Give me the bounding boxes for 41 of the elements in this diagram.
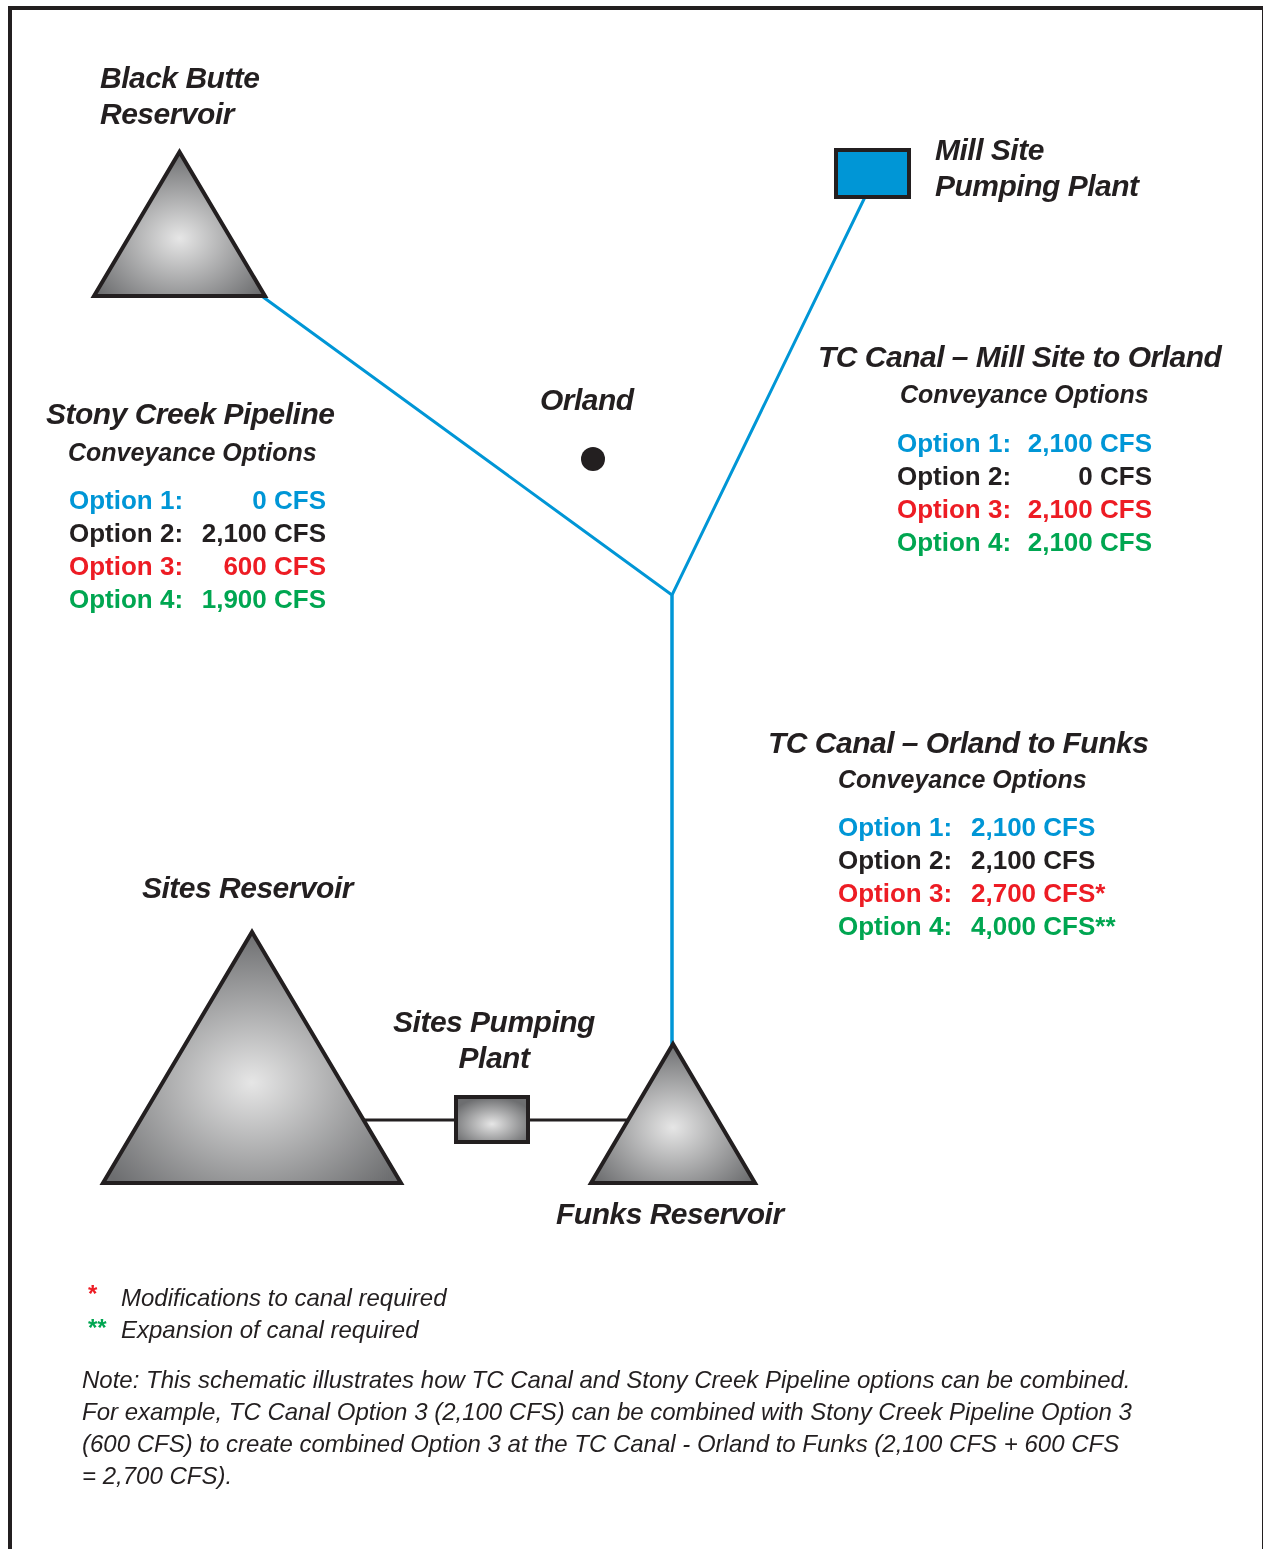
- option-label: Option 1:: [69, 484, 184, 517]
- option-label: Option 2:: [897, 460, 1012, 493]
- flow-value: 4,000 CFS**: [971, 910, 1116, 943]
- flow-value: 2,700 CFS*: [971, 877, 1106, 910]
- option-label: Option 4:: [897, 526, 1012, 559]
- note-text: Note: This schematic illustrates how TC Canal and Stony Creek Pipeline options can be combined. For example, TC Canal Option 3 (2,100 CFS) can be combined with Stony Creek Pipeline Option 3 (600 CFS) to create combined Option 3 at the TC Canal - Orland to Funks (2,100 CFS + 600 CFS = 2,700 CFS).: [82, 1365, 1132, 1491]
- flow-value: 2,100 CFS: [201, 517, 326, 550]
- option-label: Option 2:: [69, 517, 184, 550]
- option-label: Option 1:: [838, 811, 953, 844]
- option-label: Option 2:: [838, 844, 953, 877]
- footnote-text: Modifications to canal required: [121, 1284, 447, 1312]
- section-heading: Stony Creek Pipeline: [46, 397, 335, 431]
- footnote-mark: **: [88, 1314, 107, 1342]
- option-label: Option 3:: [897, 493, 1012, 526]
- node-label: Mill Site Pumping Plant: [935, 132, 1141, 204]
- flow-value: 2,100 CFS: [971, 811, 1096, 844]
- node-label: Orland: [540, 382, 636, 418]
- section-subheading: Conveyance Options: [838, 765, 1087, 794]
- option-label: Option 4:: [69, 583, 184, 616]
- flow-value: 0 CFS: [1078, 460, 1152, 493]
- option-label: Option 1:: [897, 427, 1012, 460]
- node-label: Sites Pumping Plant: [392, 1004, 596, 1076]
- option-label: Option 3:: [69, 550, 184, 583]
- flow-value: 0 CFS: [252, 484, 326, 517]
- section-subheading: Conveyance Options: [68, 438, 317, 467]
- flow-value: 2,100 CFS: [1027, 427, 1152, 460]
- flow-value: 2,100 CFS: [1027, 526, 1152, 559]
- section-heading: TC Canal – Orland to Funks: [768, 726, 1149, 760]
- node-label: Funks Reservoir: [556, 1196, 787, 1232]
- flow-value: 600 CFS: [223, 550, 326, 583]
- node-label: Black Butte Reservoir: [100, 60, 261, 132]
- section-heading: TC Canal – Mill Site to Orland: [818, 340, 1222, 374]
- flow-value: 2,100 CFS: [1027, 493, 1152, 526]
- flow-value: 1,900 CFS: [201, 583, 326, 616]
- footnote-text: Expansion of canal required: [121, 1316, 419, 1344]
- node-label: Sites Reservoir: [142, 870, 356, 906]
- option-label: Option 3:: [838, 877, 953, 910]
- option-label: Option 4:: [838, 910, 953, 943]
- footnote-mark: *: [88, 1280, 98, 1308]
- section-subheading: Conveyance Options: [900, 380, 1149, 409]
- flow-value: 2,100 CFS: [971, 844, 1096, 877]
